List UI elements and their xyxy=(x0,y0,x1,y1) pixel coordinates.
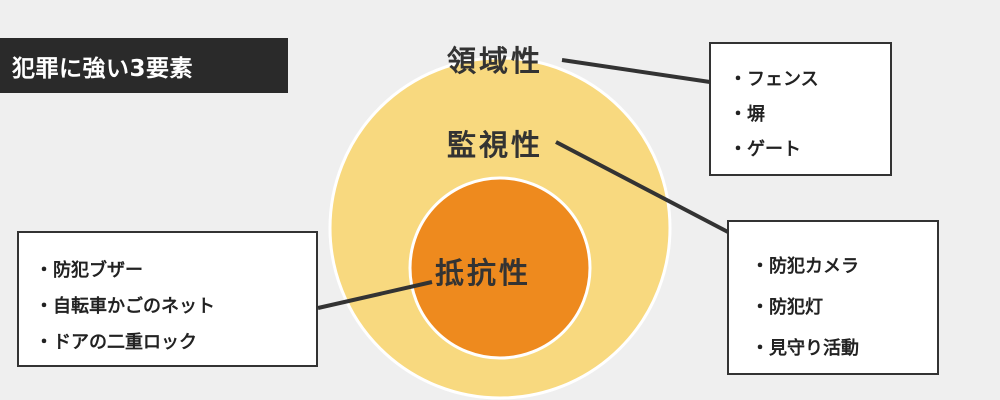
list-item: ・フェンス xyxy=(729,68,819,90)
list-item: ・塀 xyxy=(729,103,765,125)
label-territory: 領域性 xyxy=(447,44,544,78)
territory-items-box: ・フェンス ・塀 ・ゲート xyxy=(709,42,892,176)
connector-territory xyxy=(561,58,711,84)
list-item: ・防犯灯 xyxy=(751,296,823,318)
list-item: ・ドアの二重ロック xyxy=(35,332,197,353)
label-surveillance: 監視性 xyxy=(447,128,544,162)
diagram-title: 犯罪に強い3要素 xyxy=(0,38,288,93)
list-item: ・防犯カメラ xyxy=(751,255,859,277)
list-item: ・見守り活動 xyxy=(751,337,859,359)
connector-resistance xyxy=(317,280,433,310)
list-item: ・自転車かごのネット xyxy=(35,296,215,317)
inner-circle xyxy=(408,176,592,360)
surveillance-items-box: ・防犯カメラ ・防犯灯 ・見守り活動 xyxy=(727,220,939,375)
resistance-items-box: ・防犯ブザー ・自転車かごのネット ・ドアの二重ロック xyxy=(17,231,318,367)
label-resistance: 抵抗性 xyxy=(435,256,532,290)
connector-surveillance xyxy=(555,140,729,234)
list-item: ・防犯ブザー xyxy=(35,260,143,281)
list-item: ・ゲート xyxy=(729,138,801,160)
